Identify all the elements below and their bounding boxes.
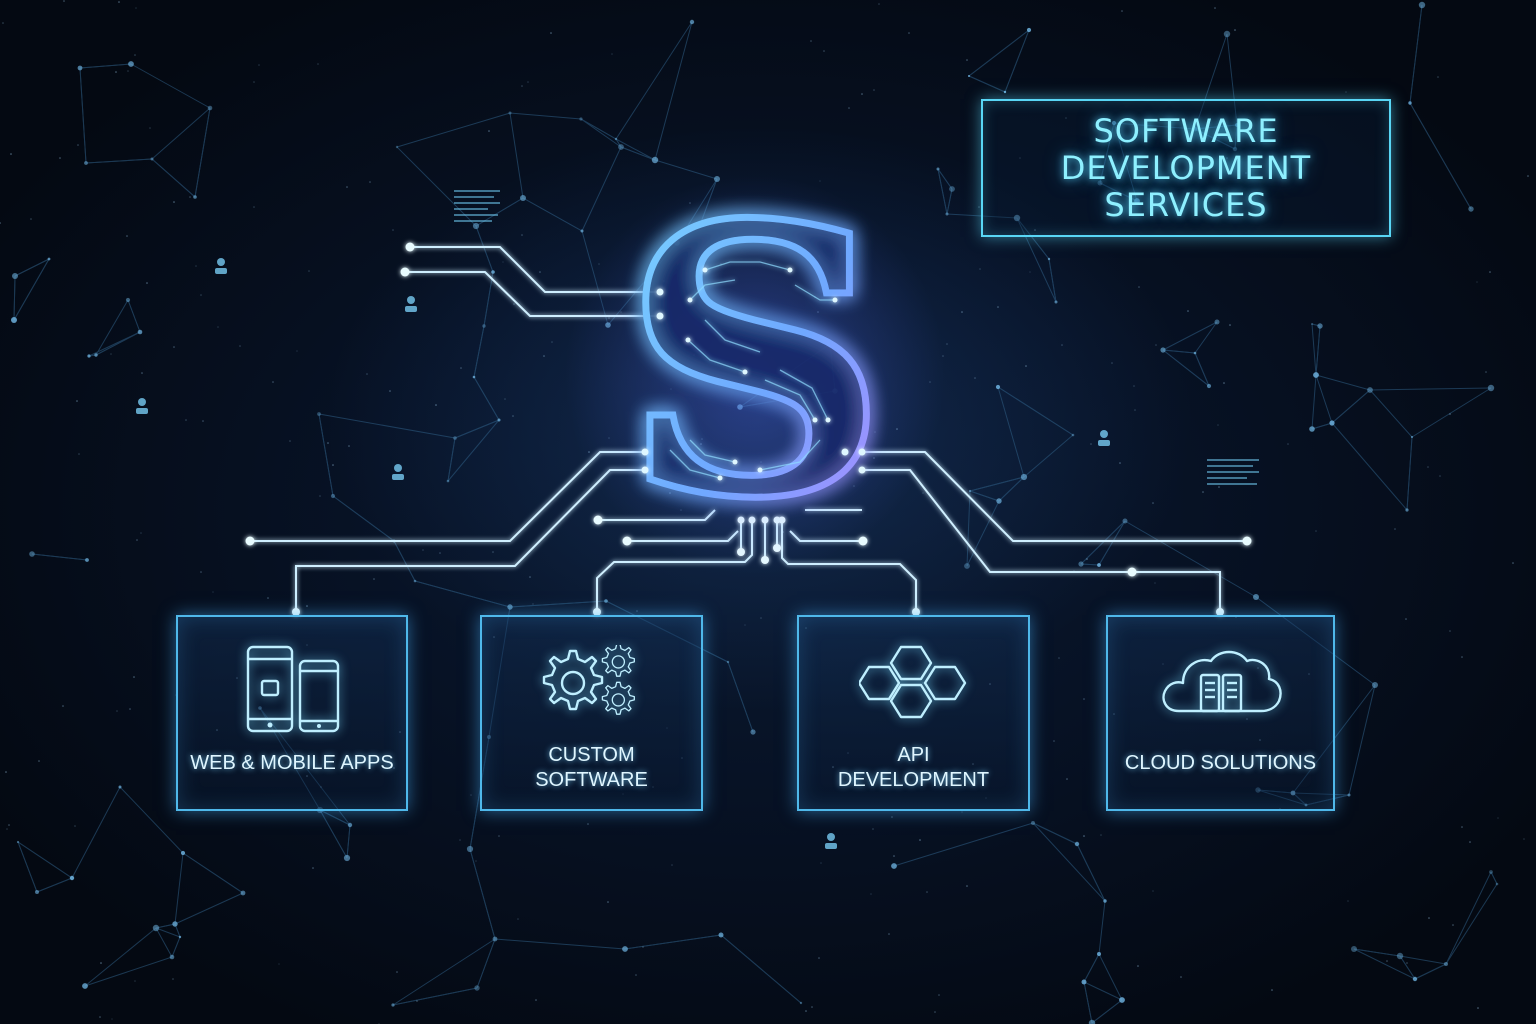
title-line-1: SOFTWARE	[1093, 111, 1279, 150]
service-card-web-mobile-apps: WEB & MOBILE APPS	[176, 615, 408, 811]
cloud-server-icon	[1161, 650, 1282, 713]
background-decorations	[136, 190, 1259, 849]
service-label: API DEVELOPMENT	[837, 744, 990, 791]
service-label: CUSTOM SOFTWARE	[535, 744, 648, 791]
service-card-custom-software: CUSTOM SOFTWARE	[480, 615, 703, 811]
title-line-3: SERVICES	[1104, 185, 1268, 224]
hexagons-icon	[858, 645, 966, 719]
title-line-2: DEVELOPMENT	[1060, 148, 1312, 187]
title-box: SOFTWARE DEVELOPMENT SERVICES	[981, 99, 1391, 237]
s-logo-circuit	[669, 261, 835, 479]
service-card-api-development: API DEVELOPMENT	[797, 615, 1030, 811]
devices-icon	[246, 645, 340, 733]
s-logo: S	[565, 143, 945, 584]
gears-icon	[542, 645, 635, 715]
s-logo-glyph: S	[621, 146, 888, 580]
service-card-cloud-solutions: CLOUD SOLUTIONS	[1106, 615, 1335, 811]
service-label: WEB & MOBILE APPS	[190, 752, 394, 774]
service-label: CLOUD SOLUTIONS	[1124, 752, 1317, 774]
